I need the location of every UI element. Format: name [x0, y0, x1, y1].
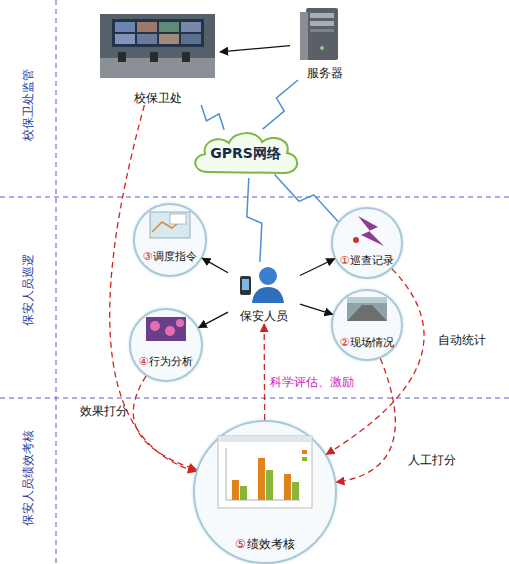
guard-node: 保安人员	[228, 262, 300, 324]
feedback-arrow	[264, 324, 266, 420]
text-row: ①巡查记录	[333, 253, 401, 268]
flow-arrow	[300, 304, 333, 314]
network-cloud: GPRS网络	[188, 128, 303, 178]
feedback-arrow	[326, 269, 424, 454]
node-label: 行为分析	[149, 355, 193, 368]
section-label: 保安人员绩效考核	[20, 430, 37, 526]
wireless-link	[263, 80, 298, 129]
process-circle: ①巡查记录	[331, 207, 403, 279]
node-label: 绩效考核	[247, 537, 295, 551]
office-node: 校保卫处	[95, 10, 220, 105]
node-label: 校保卫处	[134, 91, 182, 105]
server-node: 服务器	[290, 5, 360, 80]
flow-arrow	[202, 258, 228, 273]
wireless-link	[247, 178, 262, 262]
review-circle: ⑤绩效考核	[193, 420, 337, 564]
feedback-arrow	[133, 376, 196, 470]
text-row: ③调度指令	[135, 249, 205, 264]
process-circle: ④行为分析	[129, 308, 203, 382]
flow-arrow	[199, 312, 228, 328]
node-label: 保安人员	[240, 309, 288, 323]
text-row: 保安人员	[228, 308, 300, 325]
wireless-link	[275, 175, 338, 222]
edge-label: 科学评估、激励	[270, 374, 354, 391]
flow-arrow	[220, 46, 290, 52]
text-row: 校保卫处	[95, 90, 220, 107]
callout-number: ①	[340, 254, 350, 267]
callout-number: ③	[143, 250, 153, 263]
callout-number: ②	[340, 336, 350, 349]
wireless-link	[201, 105, 224, 130]
node-label: GPRS网络	[210, 145, 281, 161]
edge-label: 人工打分	[408, 452, 456, 469]
flow-arrow	[300, 259, 335, 276]
node-label: 现场情况	[350, 336, 394, 349]
text-row: GPRS网络	[188, 145, 303, 163]
node-label: 服务器	[307, 66, 343, 80]
text-row: ⑤绩效考核	[195, 536, 335, 553]
callout-number: ④	[139, 355, 149, 368]
edge-label: 效果打分	[80, 403, 128, 420]
text-row: ④行为分析	[131, 354, 201, 369]
section-label: 校保卫处监管	[20, 69, 37, 141]
callout-number: ⑤	[235, 537, 246, 551]
process-circle: ②现场情况	[331, 289, 403, 361]
text-row: 服务器	[290, 65, 360, 82]
process-circle: ③调度指令	[133, 203, 207, 277]
node-label: 巡查记录	[350, 254, 394, 267]
text-row: ②现场情况	[333, 335, 401, 350]
node-label: 调度指令	[153, 250, 197, 263]
section-label: 保安人员巡逻	[20, 254, 37, 326]
edge-label: 自动统计	[438, 332, 486, 349]
